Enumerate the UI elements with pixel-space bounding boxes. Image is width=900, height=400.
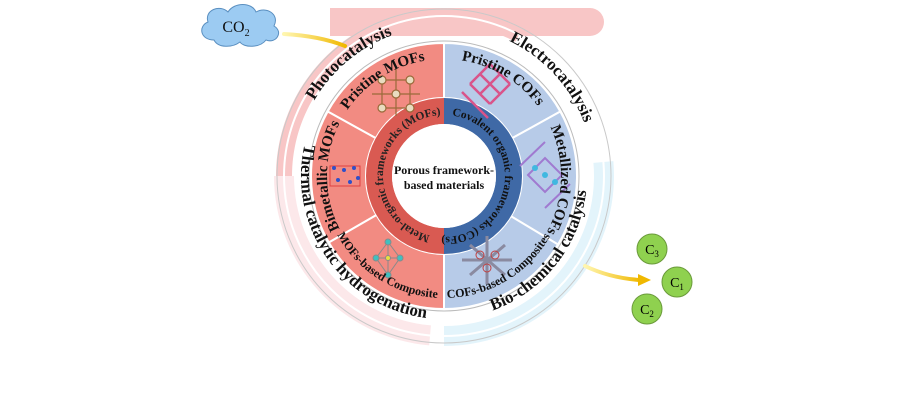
bio-band (444, 161, 614, 346)
c1-label: C1 (670, 276, 684, 292)
product-c1: C1 (661, 266, 693, 298)
cofs-composites-structure-icon (462, 236, 512, 284)
pristine-cofs-structure-icon (461, 63, 511, 119)
output-arrow (583, 264, 642, 282)
input-arrow (282, 32, 347, 48)
product-c2: C2 (631, 293, 663, 325)
photocatalysis-band (276, 7, 523, 176)
outer-ring-border (276, 8, 612, 344)
co2-label: CO2 (222, 19, 249, 39)
center-title-line1: Porous framework- (394, 163, 494, 177)
output-arrowhead (638, 274, 651, 286)
c3-label: C3 (645, 243, 659, 259)
product-c3: C3 (636, 233, 668, 265)
c2-label: C2 (640, 303, 654, 319)
pristine-mofs-structure-icon (372, 66, 420, 116)
metallized-cofs-structure-icon (519, 141, 571, 209)
outer-ring (283, 15, 605, 337)
co2-cloud: CO2 (201, 4, 279, 47)
cloud-icon (201, 4, 279, 47)
mofs-composites-structure-icon (372, 238, 404, 279)
center-disc (392, 124, 496, 228)
bimetallic-mofs-structure-icon (329, 165, 361, 187)
center-title-line2: based materials (404, 178, 485, 192)
mofs-ring[interactable] (366, 98, 444, 254)
thermal-band (274, 176, 431, 346)
cofs-ring[interactable] (444, 98, 522, 254)
